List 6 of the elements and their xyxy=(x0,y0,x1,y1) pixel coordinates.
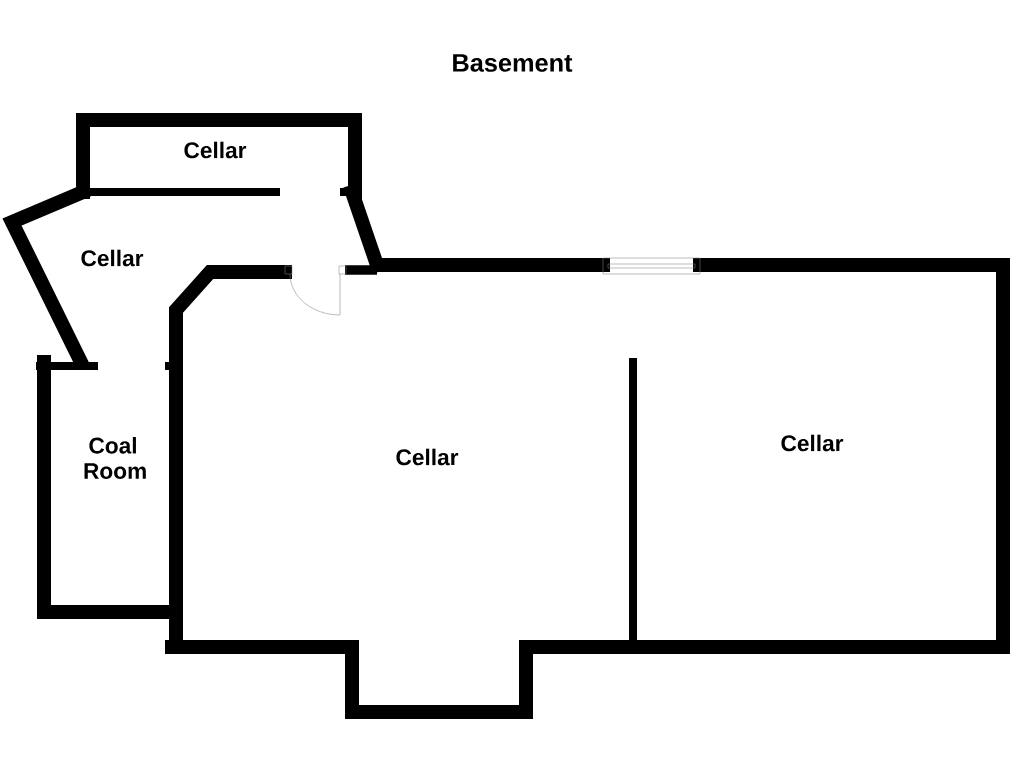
room-label: Cellar xyxy=(184,141,247,159)
room-label: Coal Room xyxy=(84,437,146,479)
floor-title: Basement xyxy=(453,54,573,72)
room-label: Cellar xyxy=(781,434,844,452)
room-label: Cellar xyxy=(81,249,144,267)
room-label: Cellar xyxy=(396,448,459,466)
